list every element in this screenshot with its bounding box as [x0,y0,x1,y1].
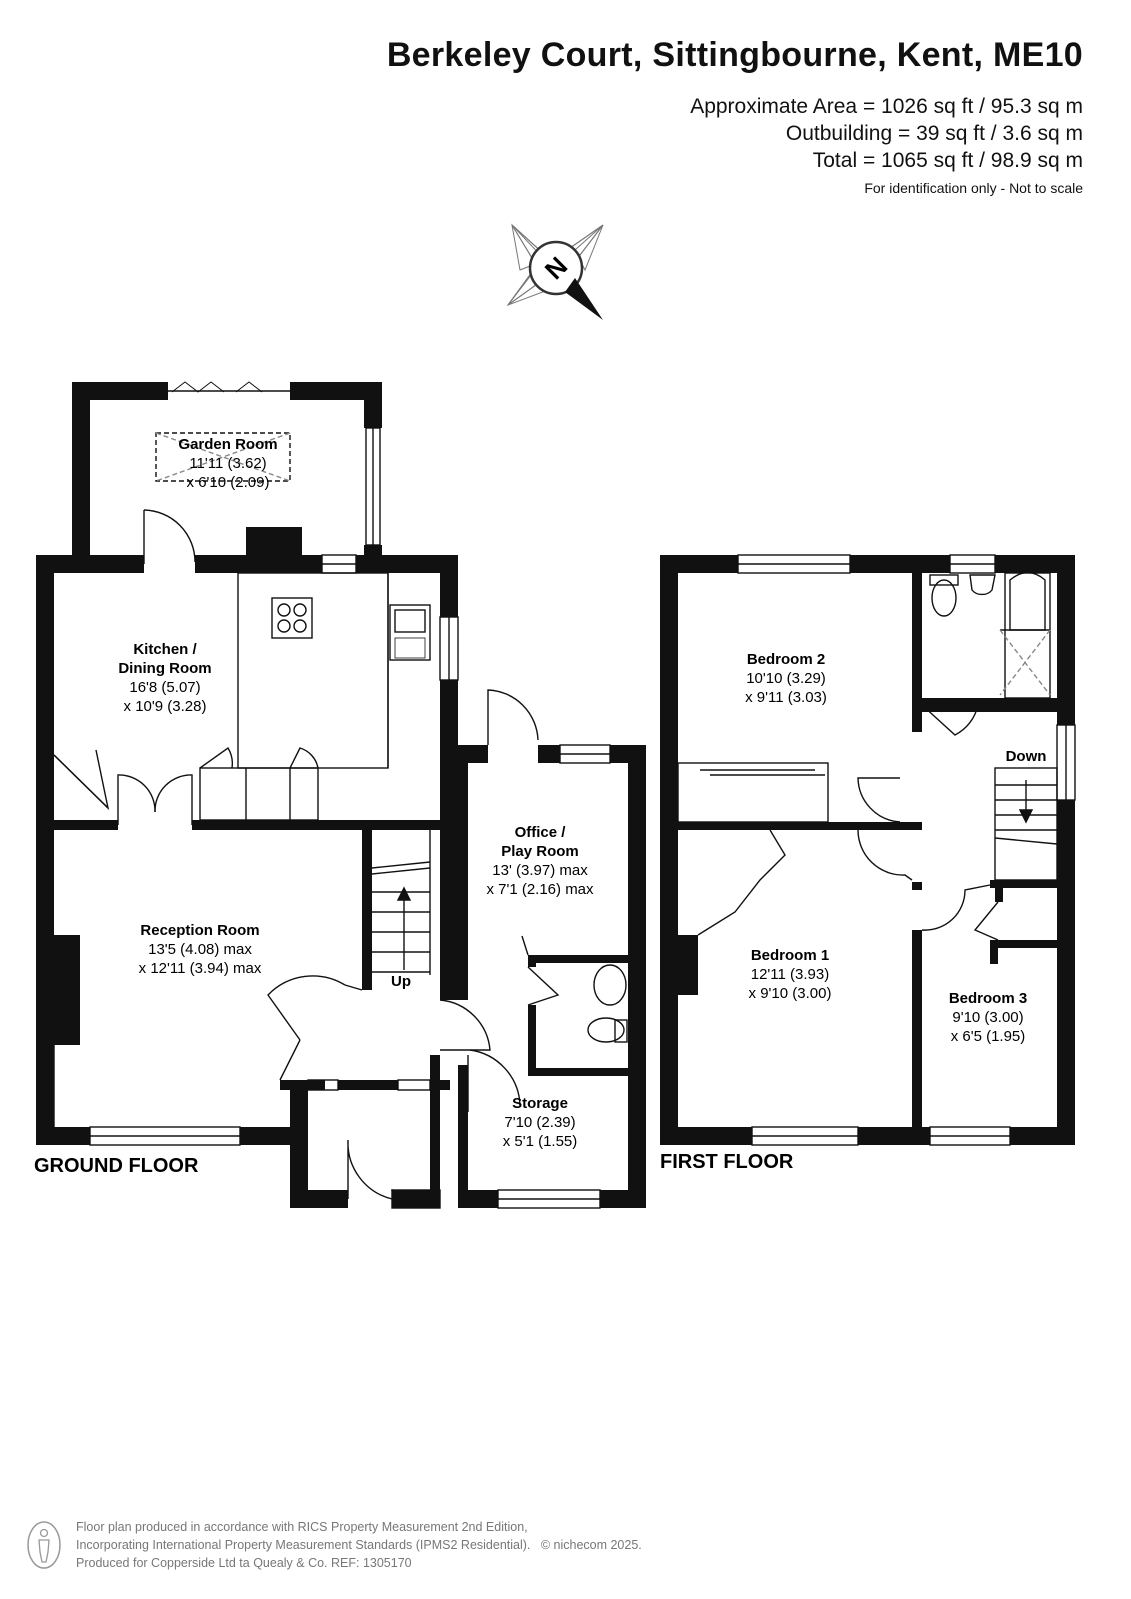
bedroom2-name: Bedroom 2 [747,651,825,668]
office-dim-2: x 7'1 (2.16) max [486,881,594,898]
office-name-1: Office / [515,824,567,841]
plan-header: Berkeley Court, Sittingbourne, Kent, ME1… [387,36,1083,196]
bedroom3-dim-1: 9'10 (3.00) [952,1009,1023,1026]
compass-icon: N [506,223,604,320]
measurement-person-icon [27,1521,61,1569]
office-name-2: Play Room [501,843,579,860]
bedroom1-name: Bedroom 1 [751,947,829,964]
ground-floor-walls [36,382,646,1208]
plan-footer: Floor plan produced in accordance with R… [76,1518,642,1572]
property-title: Berkeley Court, Sittingbourne, Kent, ME1… [386,36,1083,74]
ground-floor-labels: Garden Room 11'11 (3.62) x 6'10 (2.09) K… [118,436,594,1150]
ground-floor-details [53,381,628,1209]
first-floor-label: FIRST FLOOR [660,1151,794,1173]
footer-copyright: © nichecom 2025. [540,1538,642,1552]
kitchen-name-2: Dining Room [118,660,211,677]
footer-line-2-wrap: Incorporating International Property Mea… [76,1536,642,1554]
bedroom1-dim-2: x 9'10 (3.00) [749,985,832,1002]
office-dim-1: 13' (3.97) max [492,862,588,879]
first-floor-labels: Bedroom 2 10'10 (3.29) x 9'11 (3.03) Bed… [745,651,1046,1045]
reception-name: Reception Room [140,922,259,939]
first-floor-walls [660,555,1075,1145]
stairs-down-label: Down [1006,748,1047,765]
storage-dim-2: x 5'1 (1.55) [503,1133,578,1150]
storage-name: Storage [512,1095,568,1112]
footer-line-3: Produced for Copperside Ltd ta Quealy & … [76,1556,412,1570]
total-area: Total = 1065 sq ft / 98.9 sq m [812,149,1083,172]
kitchen-dim-2: x 10'9 (3.28) [124,698,207,715]
bedroom1-dim-1: 12'11 (3.93) [751,966,829,983]
first-floor-details [677,554,1076,1146]
garden-room-name: Garden Room [178,436,277,453]
approximate-area: Approximate Area = 1026 sq ft / 95.3 sq … [690,95,1083,118]
reception-dim-1: 13'5 (4.08) max [148,941,252,958]
bedroom2-dim-2: x 9'11 (3.03) [745,689,827,706]
garden-room-dim-1: 11'11 (3.62) [189,455,266,472]
reception-dim-2: x 12'11 (3.94) max [139,960,262,977]
ground-floor-label: GROUND FLOOR [34,1155,199,1177]
bedroom2-dim-1: 10'10 (3.29) [746,670,826,687]
bedroom3-dim-2: x 6'5 (1.95) [951,1028,1026,1045]
scale-note: For identification only - Not to scale [864,180,1083,196]
outbuilding-area: Outbuilding = 39 sq ft / 3.6 sq m [785,122,1083,145]
bedroom3-name: Bedroom 3 [949,990,1027,1007]
garden-room-dim-2: x 6'10 (2.09) [187,474,270,491]
footer-line-2: Incorporating International Property Mea… [76,1538,531,1552]
kitchen-name-1: Kitchen / [133,641,197,658]
storage-dim-1: 7'10 (2.39) [504,1114,575,1131]
kitchen-dim-1: 16'8 (5.07) [129,679,200,696]
stairs-up-label: Up [391,973,411,990]
footer-line-1: Floor plan produced in accordance with R… [76,1520,528,1534]
